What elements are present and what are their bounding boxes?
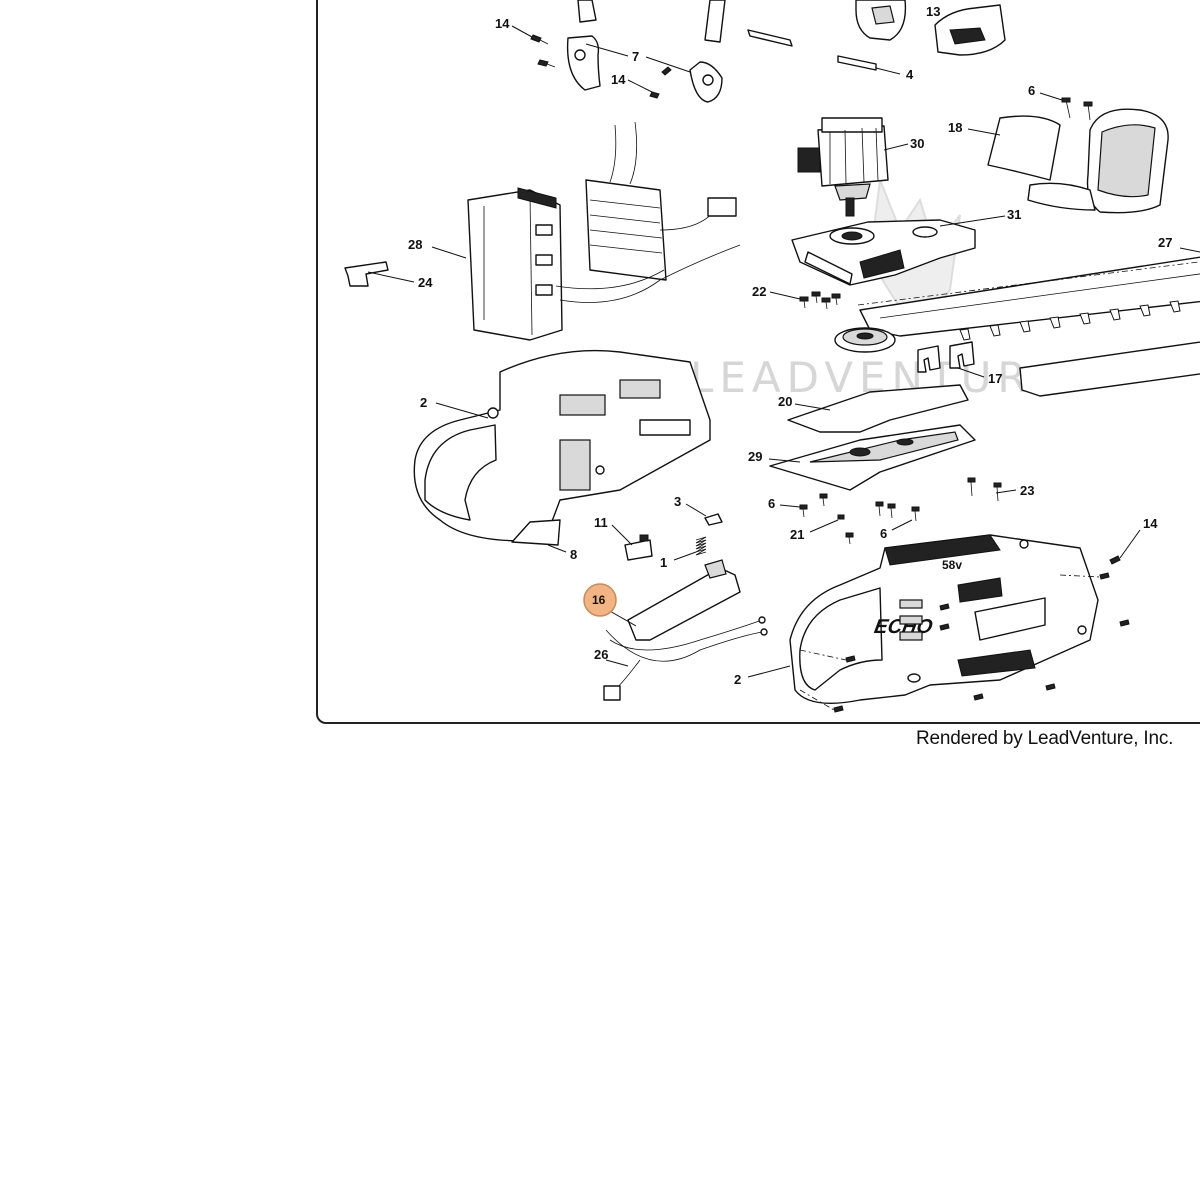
callout-18[interactable]: 18 — [948, 120, 962, 135]
part-drive-gear — [834, 327, 896, 353]
callout-highlight-16[interactable] — [583, 583, 617, 617]
part-left-housing-2 — [413, 349, 711, 542]
part-controller-board — [555, 121, 741, 303]
callout-6[interactable]: 6 — [880, 526, 887, 541]
part-pads-4 — [747, 29, 877, 71]
part-clip-24 — [344, 261, 389, 287]
screws-6-23 — [799, 477, 1002, 545]
credit-text: Rendered by LeadVenture, Inc. — [916, 728, 1174, 749]
part-gear-housing-31 — [791, 219, 976, 286]
part-pad-8 — [511, 519, 561, 546]
callout-labels: 14 7 14 13 4 6 18 30 31 27 28 24 22 17 2… — [408, 4, 1172, 687]
part-rear-housing-13 — [855, 0, 1006, 56]
callout-11[interactable]: 11 — [594, 515, 608, 530]
callout-16[interactable]: 16 — [592, 593, 606, 607]
part-wire-harness-26 — [603, 616, 768, 701]
part-motor-30 — [797, 117, 889, 217]
callout-4[interactable]: 4 — [906, 67, 914, 82]
leader-lines — [367, 25, 1200, 678]
part-gasket-20 — [787, 384, 969, 433]
part-base-plate-29 — [769, 424, 976, 491]
callout-24[interactable]: 24 — [418, 275, 433, 290]
callout-28[interactable]: 28 — [408, 237, 422, 252]
part-trigger-16 — [627, 559, 741, 641]
part-spring-1 — [695, 536, 707, 556]
part-filter-18 — [987, 115, 1061, 181]
callout-14[interactable]: 14 — [611, 72, 626, 87]
callout-23[interactable]: 23 — [1020, 483, 1034, 498]
callout-13[interactable]: 13 — [926, 4, 940, 19]
callout-26[interactable]: 26 — [594, 647, 608, 662]
blade-teeth — [959, 300, 1181, 341]
part-rear-cap — [1027, 108, 1169, 214]
callout-6[interactable]: 6 — [768, 496, 775, 511]
callout-29[interactable]: 29 — [748, 449, 762, 464]
callout-14[interactable]: 14 — [495, 16, 510, 31]
part-blade-27 — [857, 254, 1200, 341]
callout-31[interactable]: 31 — [1007, 207, 1021, 222]
callout-2[interactable]: 2 — [420, 395, 427, 410]
callout-20[interactable]: 20 — [778, 394, 792, 409]
screws-6-top — [1061, 97, 1093, 121]
part-battery-bay-28 — [467, 187, 563, 341]
callout-6[interactable]: 6 — [1028, 83, 1035, 98]
callout-21[interactable]: 21 — [790, 527, 804, 542]
callout-14[interactable]: 14 — [1143, 516, 1158, 531]
callout-2[interactable]: 2 — [734, 672, 741, 687]
callout-8[interactable]: 8 — [570, 547, 577, 562]
callout-1[interactable]: 1 — [660, 555, 667, 570]
callout-7[interactable]: 7 — [632, 49, 639, 64]
voltage-badge: 58v — [942, 558, 962, 572]
part-right-housing-2: ECHO 58v — [789, 534, 1099, 705]
screws-housing — [799, 555, 1130, 713]
part-switch-11 — [624, 534, 653, 561]
part-pin-3 — [704, 513, 723, 526]
callout-17[interactable]: 17 — [988, 371, 1002, 386]
part-handle-cover — [566, 0, 726, 103]
callout-3[interactable]: 3 — [674, 494, 681, 509]
diagram-frame — [316, 0, 1200, 724]
screws-22 — [799, 291, 841, 310]
callout-30[interactable]: 30 — [910, 136, 924, 151]
callout-27[interactable]: 27 — [1158, 235, 1172, 250]
callout-22[interactable]: 22 — [752, 284, 766, 299]
part-blade-guard — [1019, 339, 1200, 397]
screw-set-14-top — [530, 34, 672, 99]
part-spacers-17 — [917, 341, 975, 373]
